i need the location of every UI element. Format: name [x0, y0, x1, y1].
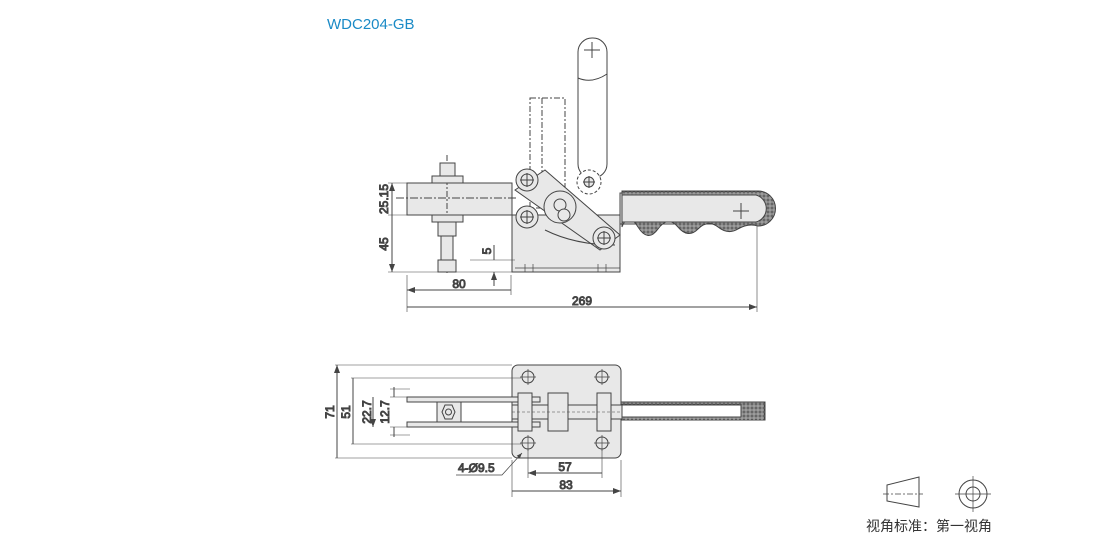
handle-phantom	[529, 97, 566, 209]
product-code: WDC204-GB	[327, 16, 415, 33]
dim-45: 45	[377, 237, 391, 251]
dim-51: 51	[339, 405, 353, 419]
dim-57: 57	[558, 460, 572, 474]
projection-standard-label: 视角标准：第一视角	[866, 519, 992, 535]
dim-hole-dia: 4-Ø9.5	[458, 461, 495, 475]
dim-83: 83	[559, 478, 573, 492]
first-angle-projection-symbol	[883, 476, 991, 512]
top-view	[335, 365, 766, 497]
dim-80: 80	[452, 277, 466, 291]
clamp-arm	[406, 182, 513, 216]
dim-12-7: 12.7	[378, 400, 392, 424]
handle-open-position	[577, 37, 608, 179]
dim-269: 269	[572, 294, 592, 308]
dim-25-15: 25.15	[377, 184, 391, 214]
dim-5: 5	[480, 247, 494, 254]
dim-71: 71	[323, 405, 337, 419]
mounting-holes	[520, 369, 610, 451]
dim-22-7: 22.7	[360, 400, 374, 424]
side-view	[388, 37, 776, 312]
